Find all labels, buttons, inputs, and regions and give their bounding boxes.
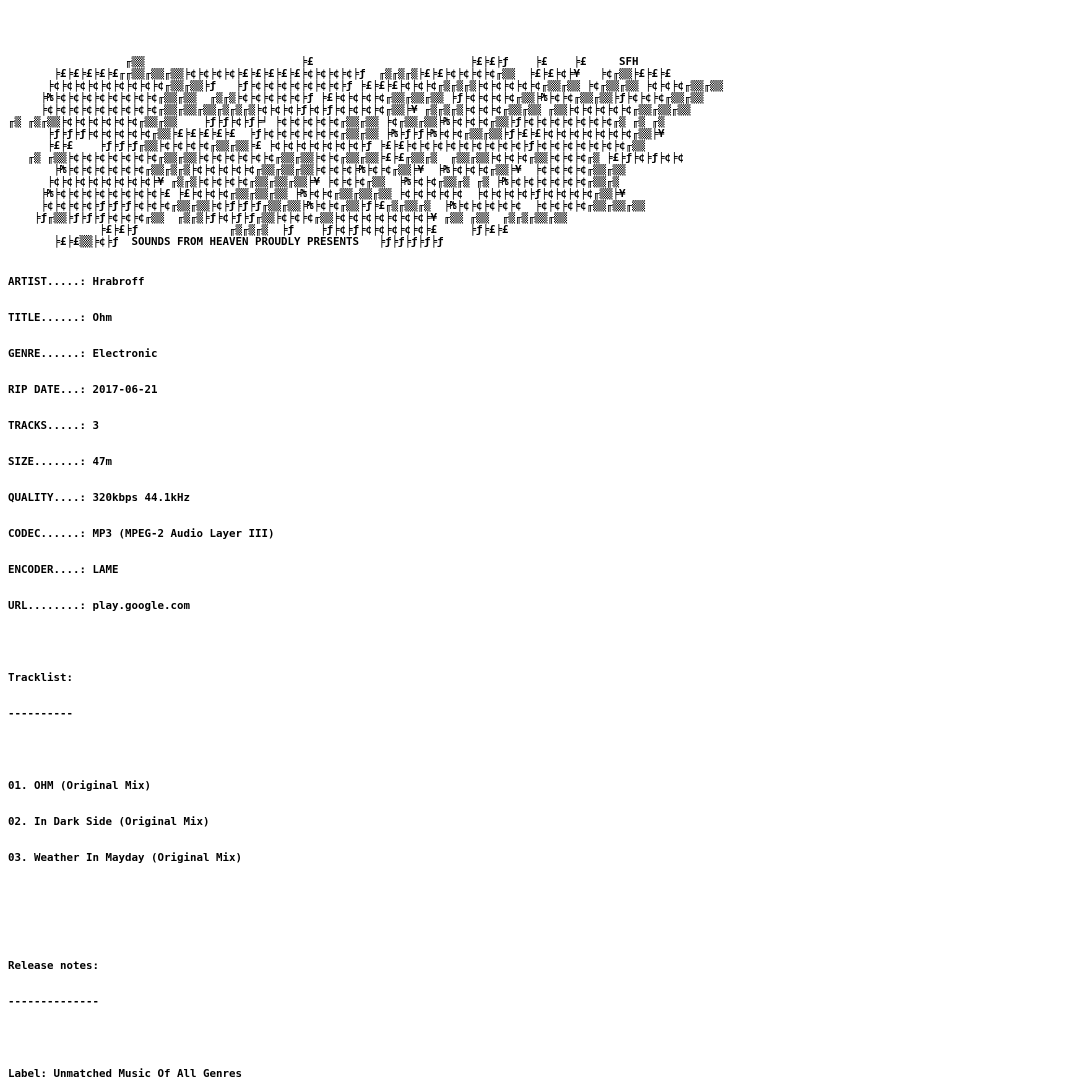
spacer bbox=[8, 888, 275, 900]
field-row: TITLE......: Ohm bbox=[8, 312, 275, 324]
art-line: ╓▒ ╓▒╓▒▒╞¢╞¢╞¢╞¢╞¢╞¢╓▒▒╓▒▒ ╞ƒ╞ƒ╞¢╞ƒ╞╛ ╞¢… bbox=[8, 116, 665, 128]
art-line: ╓▒▒ ╞£ ╞£╞£╞ƒ ╞£ ╞£ SFH bbox=[8, 56, 639, 68]
field-row: URL........: play.google.com bbox=[8, 600, 275, 612]
art-line: ╞£╞£╞ƒ ╓▒╓▒╓▒ ╞ƒ ╞ƒ╞¢╞ƒ╞¢╞¢╞¢╞¢╞¢╞£ ╞ƒ╞£… bbox=[8, 224, 509, 236]
field-key: TITLE......: bbox=[8, 311, 87, 324]
field-row: ARTIST.....: Hrabroff bbox=[8, 276, 275, 288]
track-item: 02. In Dark Side (Original Mix) bbox=[8, 815, 210, 828]
ascii-banner: ╓▒▒ ╞£ ╞£╞£╞ƒ ╞£ ╞£ SFH ╞£╞£╞£╞£╞£╓╓▒▒╓▒… bbox=[8, 32, 1064, 252]
art-line: ╞¢╞¢╞¢╞¢╞¢╞¢╞¢╞¢╞¢╓▒▒╓▒▒╓▒▒╓▒╓▒╓▒╞¢╞¢╞¢╞… bbox=[8, 104, 691, 116]
art-line: ╞ƒ╓▒▒╞ƒ╞ƒ╞ƒ╞¢╞¢╞¢╓▒▒ ╓▒╓▒╞ƒ╞¢╞ƒ╞ƒ╓▒▒╞¢╞¢… bbox=[8, 212, 568, 224]
field-key: TRACKS.....: bbox=[8, 419, 87, 432]
field-key: QUALITY....: bbox=[8, 491, 87, 504]
art-line: ╞₧╞¢╞¢╞¢╞¢╞¢╞¢╞¢╞¢╞£ ╞£╞¢╞¢╞¢╓▒▒╓▒▒╓▒▒ ╞… bbox=[8, 188, 626, 200]
field-value: 3 bbox=[92, 419, 100, 432]
presents-line: ╞£╞£▒▒╞¢╞ƒ SOUNDS FROM HEAVEN PROUDLY PR… bbox=[8, 235, 444, 248]
spacer bbox=[8, 1032, 275, 1044]
art-line: ╓▒ ╓▒▒╞¢╞¢╞¢╞¢╞¢╞¢╞¢╓▒▒╓▒▒╞¢╞¢╞¢╞¢╞¢╞¢╓▒… bbox=[8, 152, 685, 164]
tracklist-underline: ---------- bbox=[8, 707, 74, 720]
field-row: CODEC......: MP3 (MPEG-2 Audio Layer III… bbox=[8, 528, 275, 540]
field-row: GENRE......: Electronic bbox=[8, 348, 275, 360]
field-value: LAME bbox=[92, 563, 119, 576]
art-line: ╞¢╞¢╞¢╞¢╞ƒ╞ƒ╞ƒ╞¢╞¢╞¢╓▒▒╓▒▒╞¢╞ƒ╞ƒ╞ƒ╓▒▒╓▒▒… bbox=[8, 200, 646, 212]
art-line: ╞₧╞¢╞¢╞¢╞¢╞¢╞¢╞¢╞¢╓▒▒╓▒▒ ╓▒╓▒╞¢╞¢╞¢╞¢╞¢╞… bbox=[8, 92, 704, 104]
field-key: CODEC......: bbox=[8, 527, 87, 540]
art-line: ╞ƒ╞ƒ╞ƒ╞¢╞¢╞¢╞¢╞¢╓▒▒╞£╞£╞£╞£╞£ ╞ƒ╞¢╞¢╞¢╞¢… bbox=[8, 128, 665, 140]
field-value: 320kbps 44.1kHz bbox=[92, 491, 191, 504]
track-item: 01. OHM (Original Mix) bbox=[8, 779, 152, 792]
presents-text: SOUNDS FROM HEAVEN PROUDLY PRESENTS bbox=[131, 235, 360, 248]
spacer bbox=[8, 636, 275, 648]
label-line: Label: Unmatched Music Of All Genres bbox=[8, 1067, 243, 1080]
field-value: play.google.com bbox=[92, 599, 191, 612]
field-value: Electronic bbox=[92, 347, 158, 360]
group-tag: SFH bbox=[619, 56, 639, 68]
field-key: ARTIST.....: bbox=[8, 275, 87, 288]
field-key: GENRE......: bbox=[8, 347, 87, 360]
field-row: ENCODER....: LAME bbox=[8, 564, 275, 576]
field-row: RIP DATE...: 2017-06-21 bbox=[8, 384, 275, 396]
release-notes-heading: Release notes: bbox=[8, 959, 100, 972]
field-value: Hrabroff bbox=[92, 275, 145, 288]
field-row: SIZE.......: 47m bbox=[8, 456, 275, 468]
art-line: ╞₧╞¢╞¢╞¢╞¢╞¢╞¢╓▒▒╓▒╓▒╞¢╞¢╞¢╞¢╞¢╓▒▒╓▒▒╓▒▒… bbox=[8, 164, 626, 176]
spacer bbox=[8, 744, 275, 756]
release-info: ARTIST.....: Hrabroff TITLE......: Ohm G… bbox=[8, 252, 275, 1080]
ascii-art: ╓▒▒ ╞£ ╞£╞£╞ƒ ╞£ ╞£ SFH ╞£╞£╞£╞£╞£╓╓▒▒╓▒… bbox=[8, 44, 1064, 248]
track-item: 03. Weather In Mayday (Original Mix) bbox=[8, 851, 243, 864]
field-key: ENCODER....: bbox=[8, 563, 87, 576]
spacer bbox=[8, 924, 275, 936]
field-value: 47m bbox=[92, 455, 113, 468]
art-line: ╞£╞£ ╞ƒ╞ƒ╞ƒ╓▒▒╞¢╞¢╞¢╞¢╓▒▒╓▒▒╞£ ╞¢╞¢╞¢╞¢╞… bbox=[8, 140, 646, 152]
field-row: QUALITY....: 320kbps 44.1kHz bbox=[8, 492, 275, 504]
art-line: ╞¢╞¢╞¢╞¢╞¢╞¢╞¢╞¢╞¢╓▒▒╓▒▒╞ƒ ╞ƒ╞¢╞¢╞¢╞¢╞¢╞… bbox=[8, 80, 724, 92]
art-line: ╞£╞£╞£╞£╞£╓╓▒▒╓▒▒╓▒▒╞¢╞¢╞¢╞¢╞£╞£╞£╞£╞£╞¢… bbox=[8, 68, 672, 80]
field-key: RIP DATE...: bbox=[8, 383, 87, 396]
field-value: 2017-06-21 bbox=[92, 383, 158, 396]
field-key: URL........: bbox=[8, 599, 87, 612]
art-line bbox=[8, 44, 1064, 56]
art-line: ╞¢╞¢╞¢╞¢╞¢╞¢╞¢╞¢╞¥ ╓▒╓▒╞¢╞¢╞¢╞¢╓▒▒╓▒▒╓▒▒… bbox=[8, 176, 620, 188]
field-value: MP3 (MPEG-2 Audio Layer III) bbox=[92, 527, 275, 540]
field-value: Ohm bbox=[92, 311, 113, 324]
release-notes-underline: -------------- bbox=[8, 995, 100, 1008]
field-row: TRACKS.....: 3 bbox=[8, 420, 275, 432]
tracklist-heading: Tracklist: bbox=[8, 671, 74, 684]
field-key: SIZE.......: bbox=[8, 455, 87, 468]
